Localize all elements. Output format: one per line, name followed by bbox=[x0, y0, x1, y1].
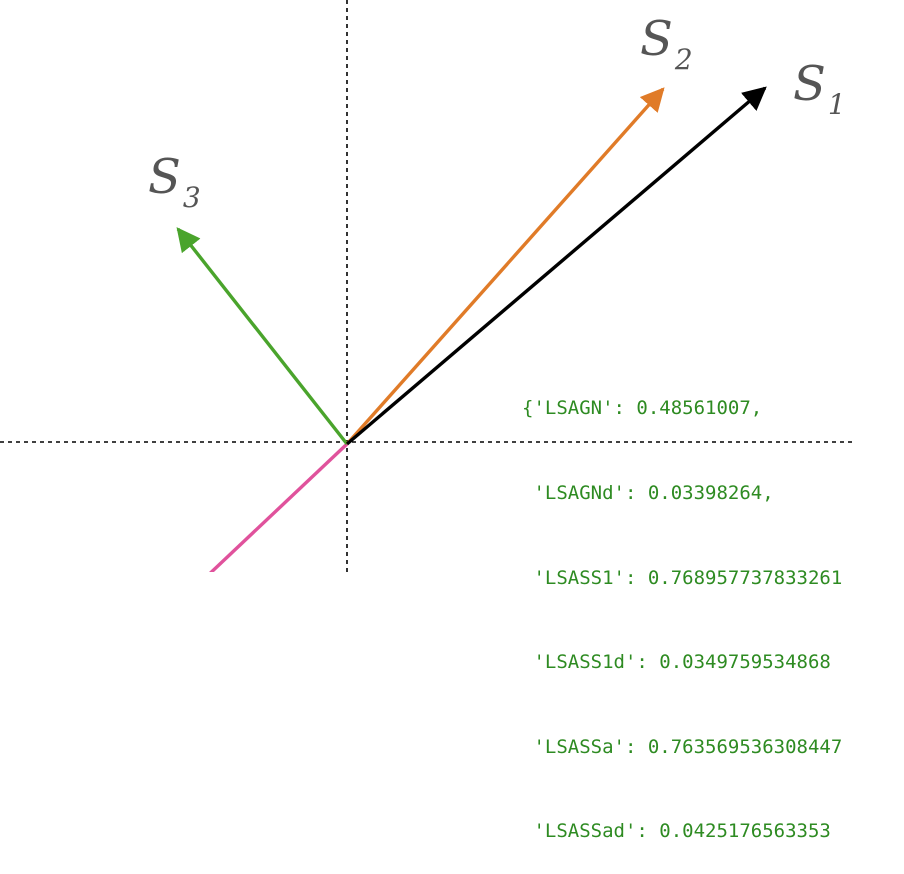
vector-diagram: S1 S2 S3 bbox=[0, 0, 855, 572]
s2-label-letter: S bbox=[640, 11, 673, 67]
s2-label: S2 bbox=[640, 11, 693, 76]
readout-line: 'LSAGNd': 0.03398264, bbox=[522, 482, 774, 504]
s2-vector bbox=[345, 87, 665, 446]
readout-line: 'LSASS1': 0.768957737833261 bbox=[522, 566, 843, 589]
readout-line: {'LSAGN': 0.48561007, bbox=[522, 397, 763, 420]
s3-label-subscript: 3 bbox=[183, 181, 201, 214]
pink-vector bbox=[208, 442, 349, 572]
s3-label: S3 bbox=[148, 149, 201, 214]
metrics-readout: {'LSAGN': 0.48561007, 'LSAGNd': 0.033982… bbox=[522, 338, 904, 874]
s2-label-subscript: 2 bbox=[674, 43, 693, 76]
s1-vector bbox=[345, 86, 767, 446]
readout-line: 'LSASS1d': 0.0349759534868 bbox=[522, 651, 831, 674]
s3-label-letter: S bbox=[148, 149, 181, 205]
s1-label: S1 bbox=[793, 56, 846, 121]
readout-line: 'LSASSad': 0.0425176563353 bbox=[522, 820, 831, 843]
s1-label-letter: S bbox=[793, 56, 826, 112]
s1-label-subscript: 1 bbox=[828, 88, 846, 121]
s3-vector bbox=[176, 227, 349, 446]
readout-line: 'LSASSa': 0.763569536308447 bbox=[522, 735, 843, 758]
